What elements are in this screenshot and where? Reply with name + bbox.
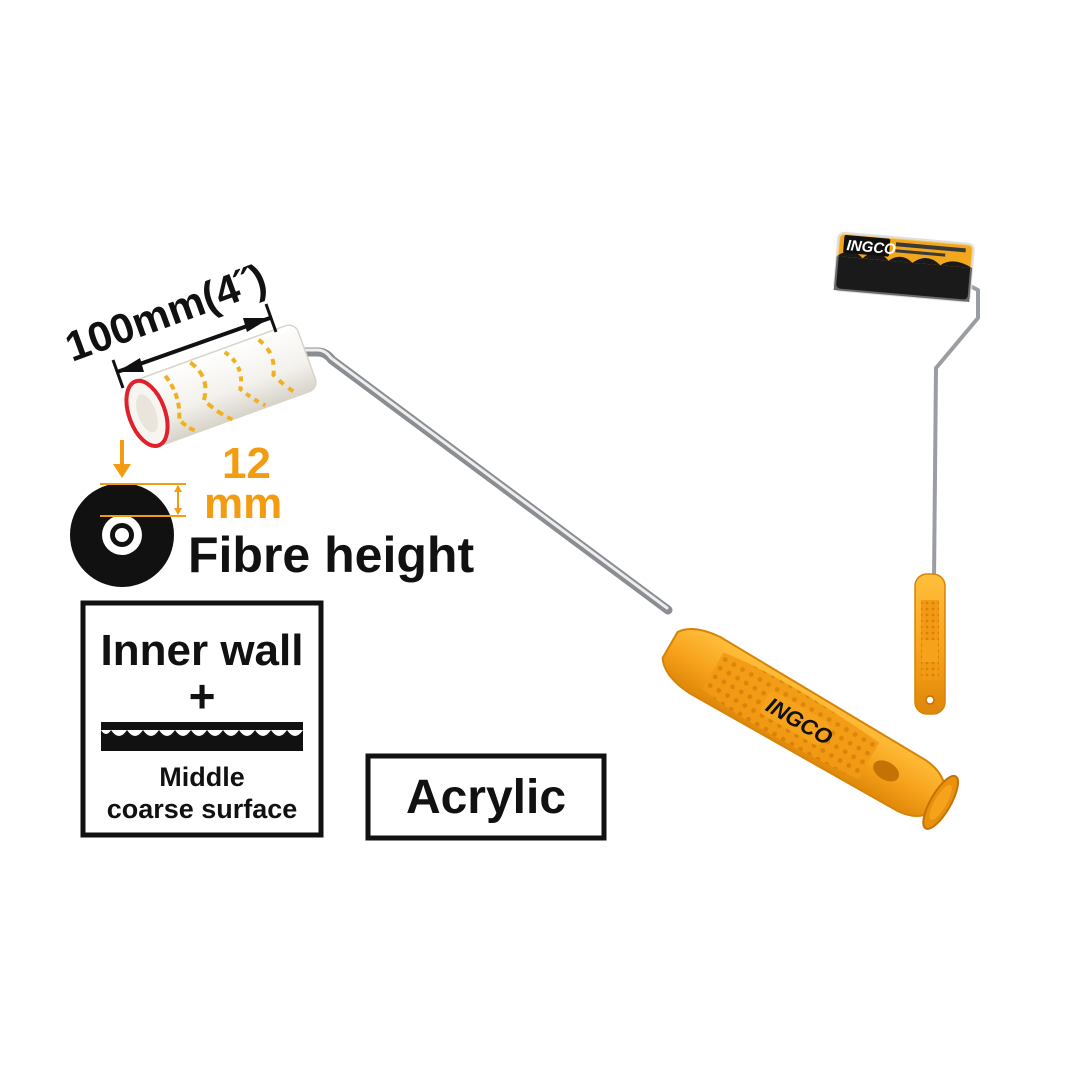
coarse-surface-icon [101,722,303,751]
small-roller-wire [932,280,980,581]
packaged-paint-roller: INGCO [832,230,980,715]
fibre-height-label: Fibre height [188,527,474,583]
small-roller-handle [914,573,946,715]
surface-type-box: Inner wall + Middle coarse surface [80,600,324,838]
roller-package: INGCO [832,230,976,304]
fibre-unit: mm [204,479,282,528]
roller-sleeve [124,324,317,448]
roller-handle: INGCO [661,628,959,830]
fibre-height-indicator: 12 mm Fibre height [70,439,474,587]
large-paint-roller: INGCO [124,324,959,830]
package-logo: INGCO [846,237,897,258]
surface-title: Inner wall [101,626,304,675]
plus-sign: + [189,670,216,722]
fibre-value: 12 [222,439,271,488]
material-label: Acrylic [406,771,566,824]
surface-line-2: coarse surface [107,794,298,824]
material-box: Acrylic [365,753,607,841]
surface-line-1: Middle [159,762,245,792]
